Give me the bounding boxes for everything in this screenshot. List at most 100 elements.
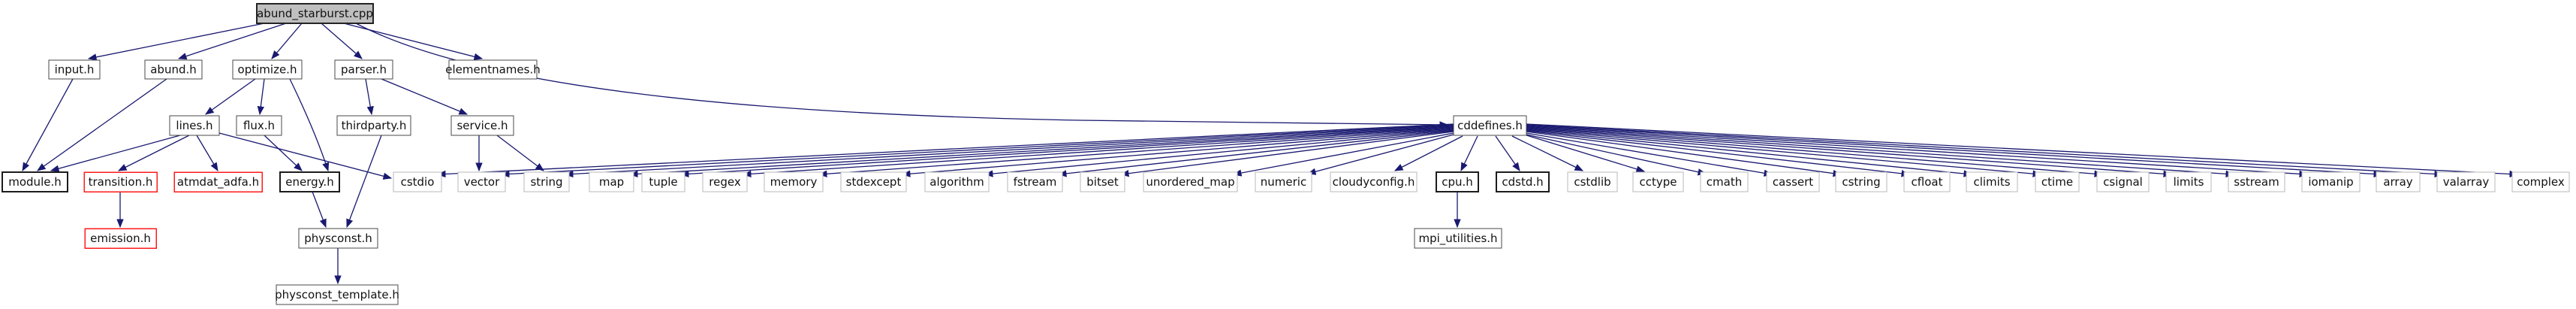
graph-node-limits[interactable]: limits [2165,171,2212,192]
graph-node-regex[interactable]: regex [702,171,748,192]
node-box-numeric[interactable] [1255,171,1312,192]
graph-node-csignal[interactable]: csignal [2096,171,2150,192]
graph-node-vector[interactable]: vector [457,171,506,192]
graph-node-transition.h[interactable]: transition.h [83,171,158,192]
node-box-lines.h[interactable] [169,115,220,136]
graph-node-complex[interactable]: complex [2511,171,2570,192]
node-box-complex[interactable] [2511,171,2570,192]
graph-node-bitset[interactable]: bitset [1080,171,1125,192]
graph-node-cmath[interactable]: cmath [1700,171,1749,192]
graph-node-physconst_template.h[interactable]: physconst_template.h [275,284,399,305]
node-box-bitset[interactable] [1080,171,1125,192]
graph-node-optimize.h[interactable]: optimize.h [232,59,303,80]
graph-node-thirdparty.h[interactable]: thirdparty.h [336,115,411,136]
node-box-csignal[interactable] [2096,171,2150,192]
node-box-cstdio[interactable] [393,171,442,192]
graph-node-parser.h[interactable]: parser.h [334,59,393,80]
graph-node-tuple[interactable]: tuple [641,171,685,192]
graph-node-array[interactable]: array [2376,171,2421,192]
graph-node-iomanip[interactable]: iomanip [2301,171,2361,192]
node-box-string[interactable] [523,171,570,192]
node-box-fstream[interactable] [1007,171,1063,192]
graph-node-sstream[interactable]: sstream [2228,171,2285,192]
node-box-algorithm[interactable] [924,171,990,192]
node-box-limits[interactable] [2165,171,2212,192]
node-box-sstream[interactable] [2228,171,2285,192]
node-box-cstring[interactable] [1835,171,1888,192]
node-box-climits[interactable] [1966,171,2018,192]
graph-node-energy.h[interactable]: energy.h [279,171,340,192]
node-box-memory[interactable] [764,171,824,192]
node-box-transition.h[interactable] [83,171,158,192]
graph-node-elementnames.h[interactable]: elementnames.h [445,59,541,80]
node-box-cassert[interactable] [1766,171,1820,192]
graph-node-unordered_map[interactable]: unordered_map [1143,171,1238,192]
node-box-array[interactable] [2376,171,2421,192]
node-box-abund_starburst.cpp[interactable] [256,3,374,24]
graph-node-input.h[interactable]: input.h [48,59,101,80]
graph-node-module.h[interactable]: module.h [2,171,68,192]
node-box-physconst_template.h[interactable] [276,284,399,305]
node-box-cctype[interactable] [1632,171,1684,192]
node-box-elementnames.h[interactable] [448,59,538,80]
node-box-optimize.h[interactable] [232,59,303,80]
graph-node-map[interactable]: map [589,171,634,192]
node-box-emission.h[interactable] [84,228,157,249]
graph-node-ctime[interactable]: ctime [2035,171,2080,192]
graph-node-climits[interactable]: climits [1966,171,2018,192]
graph-node-cloudyconfig.h[interactable]: cloudyconfig.h [1330,171,1418,192]
graph-node-mpi_utilities.h[interactable]: mpi_utilities.h [1414,228,1502,249]
graph-node-cpu.h[interactable]: cpu.h [1436,171,1479,192]
node-box-flux.h[interactable] [236,115,282,136]
graph-node-cassert[interactable]: cassert [1766,171,1820,192]
graph-node-algorithm[interactable]: algorithm [924,171,990,192]
graph-node-cstring[interactable]: cstring [1835,171,1888,192]
graph-node-abund_starburst.cpp[interactable]: abund_starburst.cpp [256,3,374,24]
graph-node-cddefines.h[interactable]: cddefines.h [1453,115,1527,136]
graph-node-memory[interactable]: memory [764,171,824,192]
node-box-cmath[interactable] [1700,171,1749,192]
node-box-module.h[interactable] [2,171,68,192]
node-box-cdstd.h[interactable] [1496,171,1550,192]
graph-node-emission.h[interactable]: emission.h [84,228,157,249]
node-box-cpu.h[interactable] [1436,171,1479,192]
node-box-cstdlib[interactable] [1567,171,1618,192]
node-box-unordered_map[interactable] [1143,171,1238,192]
graph-node-cctype[interactable]: cctype [1632,171,1684,192]
node-box-parser.h[interactable] [334,59,393,80]
node-box-thirdparty.h[interactable] [336,115,411,136]
node-box-iomanip[interactable] [2301,171,2361,192]
graph-node-cstdlib[interactable]: cstdlib [1567,171,1618,192]
graph-node-lines.h[interactable]: lines.h [169,115,220,136]
graph-node-flux.h[interactable]: flux.h [236,115,282,136]
graph-node-cstdio[interactable]: cstdio [393,171,442,192]
graph-node-atmdat_adfa.h[interactable]: atmdat_adfa.h [173,171,263,192]
node-box-abund.h[interactable] [144,59,203,80]
graph-node-cfloat[interactable]: cfloat [1903,171,1951,192]
graph-node-stdexcept[interactable]: stdexcept [840,171,907,192]
graph-node-service.h[interactable]: service.h [450,115,514,136]
graph-node-string[interactable]: string [523,171,570,192]
node-box-valarray[interactable] [2436,171,2496,192]
node-box-cfloat[interactable] [1903,171,1951,192]
node-box-vector[interactable] [457,171,506,192]
node-box-mpi_utilities.h[interactable] [1414,228,1502,249]
node-box-cddefines.h[interactable] [1453,115,1527,136]
node-box-physconst.h[interactable] [298,228,378,249]
graph-node-abund.h[interactable]: abund.h [144,59,203,80]
graph-node-physconst.h[interactable]: physconst.h [298,228,378,249]
node-box-regex[interactable] [702,171,748,192]
graph-node-cdstd.h[interactable]: cdstd.h [1496,171,1550,192]
node-box-tuple[interactable] [641,171,685,192]
node-box-stdexcept[interactable] [840,171,907,192]
node-box-atmdat_adfa.h[interactable] [173,171,263,192]
graph-node-valarray[interactable]: valarray [2436,171,2496,192]
node-box-service.h[interactable] [450,115,514,136]
node-box-ctime[interactable] [2035,171,2080,192]
node-box-input.h[interactable] [48,59,101,80]
node-box-energy.h[interactable] [279,171,340,192]
node-box-map[interactable] [589,171,634,192]
node-box-cloudyconfig.h[interactable] [1330,171,1418,192]
graph-node-fstream[interactable]: fstream [1007,171,1063,192]
graph-node-numeric[interactable]: numeric [1255,171,1312,192]
